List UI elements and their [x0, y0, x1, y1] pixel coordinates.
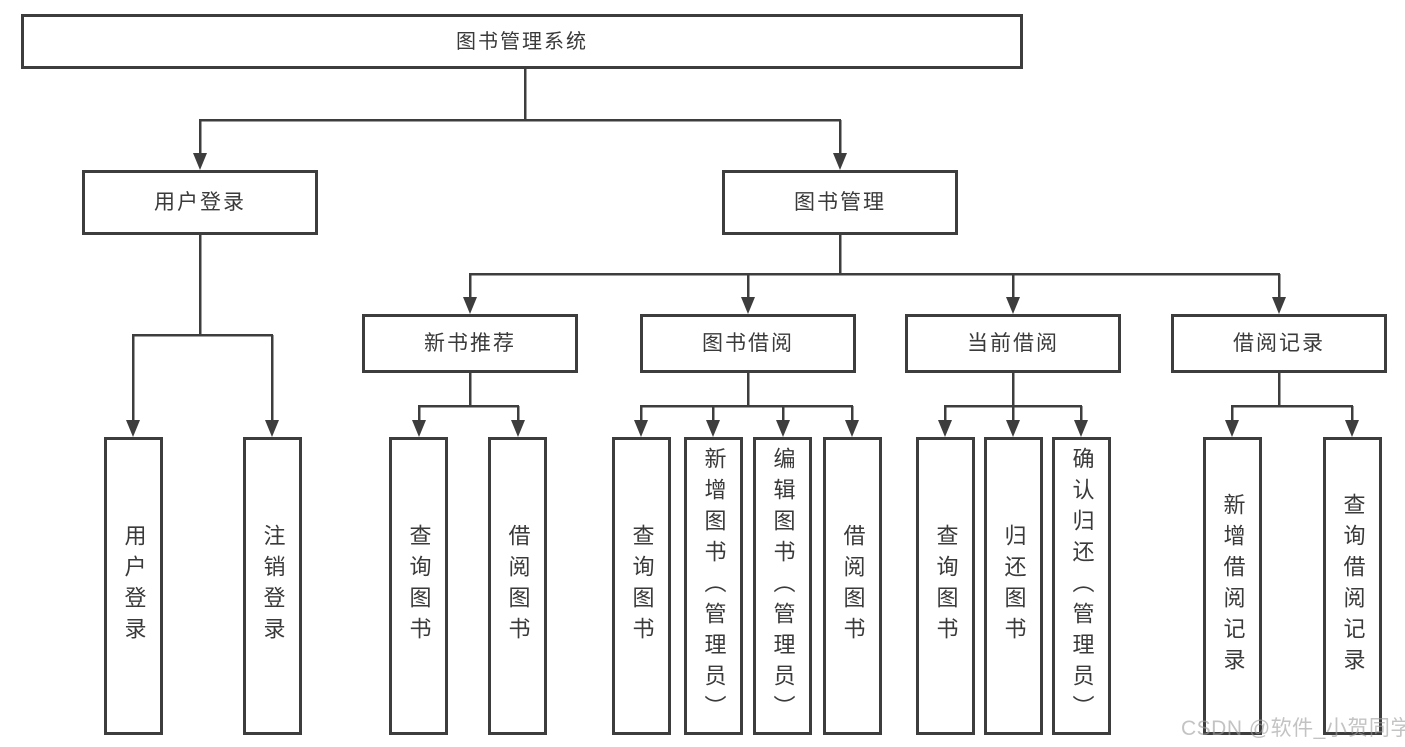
- leaf-add-books-admin: 新增图书（管理员）: [684, 437, 743, 735]
- leaf-logout: 注销登录: [243, 437, 302, 735]
- leaf-user-login-label: 用户登录: [121, 524, 147, 648]
- leaf-user-login: 用户登录: [104, 437, 163, 735]
- leaf-borrow-books-recommend: 借阅图书: [488, 437, 547, 735]
- node-library-management-system: 图书管理系统: [21, 14, 1023, 69]
- leaf-borrow-books-recommend-label: 借阅图书: [505, 524, 531, 648]
- leaf-query-borrow-record-label: 查询借阅记录: [1340, 493, 1366, 679]
- node-new-book-recommendation-label: 新书推荐: [424, 331, 516, 355]
- leaf-logout-label: 注销登录: [260, 524, 286, 648]
- node-new-book-recommendation: 新书推荐: [362, 314, 578, 373]
- leaf-query-books-current: 查询图书: [916, 437, 975, 735]
- leaf-confirm-return-admin-label: 确认归还（管理员）: [1069, 446, 1095, 726]
- leaf-query-books-borrow-label: 查询图书: [629, 524, 655, 648]
- leaf-query-borrow-record: 查询借阅记录: [1323, 437, 1382, 735]
- leaf-query-books-recommend: 查询图书: [389, 437, 448, 735]
- leaf-edit-books-admin: 编辑图书（管理员）: [753, 437, 812, 735]
- node-current-borrowing-label: 当前借阅: [967, 331, 1059, 355]
- node-borrowing-records-label: 借阅记录: [1233, 331, 1325, 355]
- leaf-edit-books-admin-label: 编辑图书（管理员）: [770, 446, 796, 726]
- leaf-return-books-label: 归还图书: [1001, 524, 1027, 648]
- leaf-confirm-return-admin: 确认归还（管理员）: [1052, 437, 1111, 735]
- leaf-query-books-borrow: 查询图书: [612, 437, 671, 735]
- leaf-borrow-books: 借阅图书: [823, 437, 882, 735]
- node-book-borrowing: 图书借阅: [640, 314, 856, 373]
- leaf-add-books-admin-label: 新增图书（管理员）: [701, 446, 727, 726]
- node-user-login: 用户登录: [82, 170, 318, 235]
- node-book-management: 图书管理: [722, 170, 958, 235]
- leaf-borrow-books-label: 借阅图书: [840, 524, 866, 648]
- node-book-borrowing-label: 图书借阅: [702, 331, 794, 355]
- node-borrowing-records: 借阅记录: [1171, 314, 1387, 373]
- node-library-management-system-label: 图书管理系统: [456, 30, 588, 53]
- node-current-borrowing: 当前借阅: [905, 314, 1121, 373]
- leaf-query-books-recommend-label: 查询图书: [406, 524, 432, 648]
- leaf-return-books: 归还图书: [984, 437, 1043, 735]
- node-book-management-label: 图书管理: [794, 190, 886, 214]
- leaf-query-books-current-label: 查询图书: [933, 524, 959, 648]
- leaf-add-borrow-record: 新增借阅记录: [1203, 437, 1262, 735]
- node-user-login-label: 用户登录: [154, 190, 246, 214]
- csdn-watermark: CSDN @软件_小贺同学: [1181, 717, 1405, 740]
- leaf-add-borrow-record-label: 新增借阅记录: [1220, 493, 1246, 679]
